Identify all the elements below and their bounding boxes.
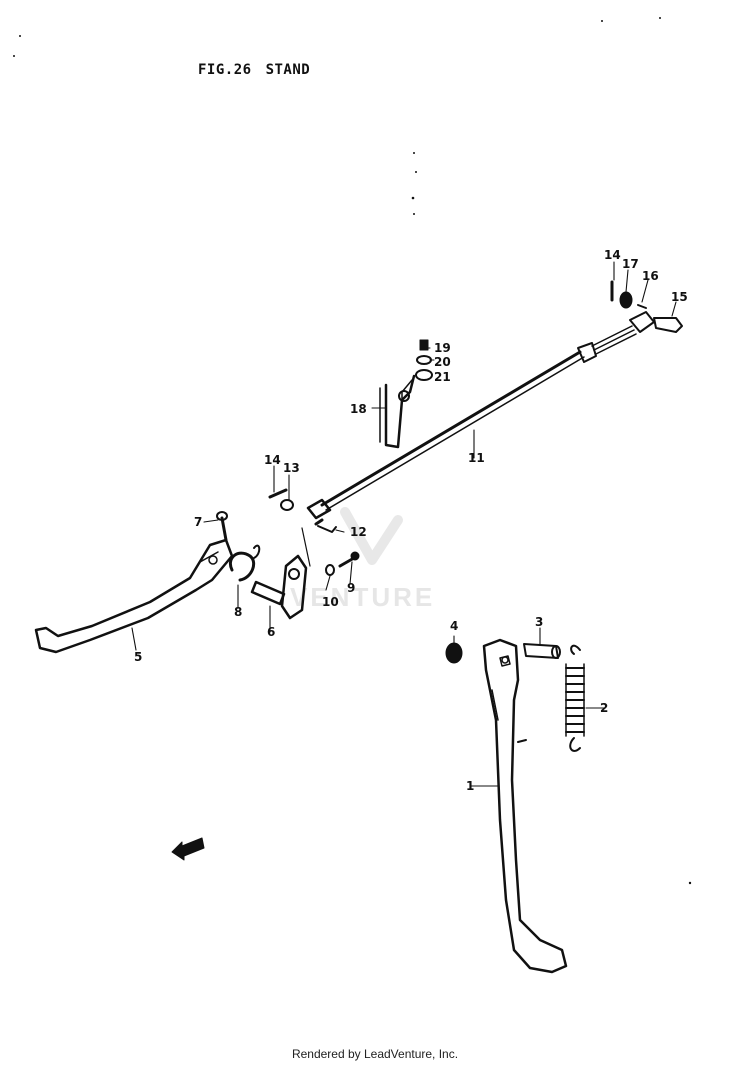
callout-17: 17 [622, 257, 639, 271]
callout-15: 15 [671, 290, 688, 304]
callout-8: 8 [234, 605, 242, 619]
print-specks [13, 17, 692, 885]
part-8-clip [229, 544, 261, 582]
part-13-14-bolt [268, 488, 294, 511]
front-arrow-icon [171, 837, 205, 861]
callout-18: 18 [350, 402, 367, 416]
part-3-pin [523, 643, 561, 659]
callout-4: 4 [450, 619, 458, 633]
callout-9: 9 [347, 581, 355, 595]
part-12-pin [314, 518, 337, 533]
part-7-bolt [216, 511, 228, 542]
part-5-pedal [34, 538, 234, 654]
callout-6: 6 [267, 625, 275, 639]
leader-lines [131, 261, 677, 787]
callout-5: 5 [134, 650, 142, 664]
figure-number: FIG.26 [198, 62, 252, 78]
figure-name: STAND [265, 62, 311, 78]
callout-21: 21 [434, 370, 451, 384]
callout-1: 1 [466, 779, 474, 793]
callout-14a: 14 [264, 453, 281, 467]
callout-20: 20 [434, 355, 451, 369]
part-4-rubber [445, 642, 463, 664]
callout-14b: 14 [604, 248, 621, 262]
callout-7: 7 [194, 515, 202, 529]
callout-16: 16 [642, 269, 659, 283]
part-16-17-cotter [610, 280, 647, 309]
part-2-spring [565, 644, 585, 752]
part-6-lever [250, 527, 311, 620]
part-15-pin [653, 317, 683, 333]
watermark-text: VENTURE [290, 582, 436, 612]
part-1-side-stand [482, 638, 568, 974]
callout-11: 11 [468, 451, 485, 465]
callout-13: 13 [283, 461, 300, 475]
callout-10: 10 [322, 595, 339, 609]
figure-title: FIG.26 STAND [198, 62, 324, 78]
callout-19: 19 [434, 341, 451, 355]
part-9-10-bolt-nut [325, 551, 360, 576]
callout-3: 3 [535, 615, 543, 629]
callout-12: 12 [350, 525, 367, 539]
part-18-bracket [379, 374, 416, 449]
watermark-emblem [340, 507, 403, 565]
callout-2: 2 [600, 701, 608, 715]
footer-credit: Rendered by LeadVenture, Inc. [291, 1047, 459, 1061]
